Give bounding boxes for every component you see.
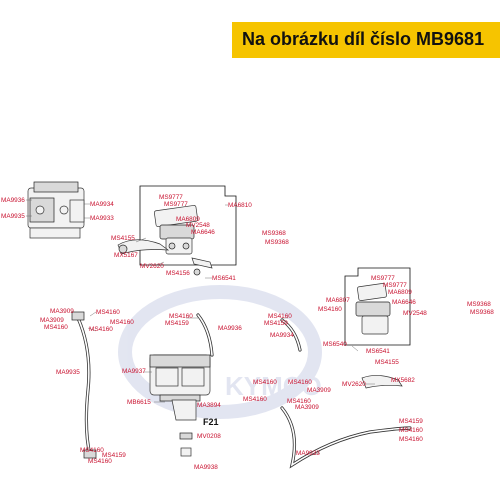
watermark-text: KYMCO (225, 371, 322, 401)
part-label: MA9936 (218, 325, 242, 332)
part-label: MS4159 (264, 320, 288, 327)
part-label: MA9933 (296, 450, 320, 457)
part-label: MV2620 (140, 263, 164, 270)
rear-reservoir-kit (344, 267, 411, 346)
abs-bracket (171, 399, 197, 421)
part-label: MS4160 (243, 396, 267, 403)
part-label: MS4160 (89, 326, 113, 333)
part-label: MA9937 (122, 368, 146, 375)
part-label: MA3909 (40, 317, 64, 324)
part-label: MS4160 (253, 379, 277, 386)
part-label: MA6646 (392, 299, 416, 306)
part-label: MA9935 (56, 369, 80, 376)
part-label: MA9936 (1, 197, 25, 204)
part-label: MS6540 (323, 341, 347, 348)
right-brake-hose (280, 406, 412, 469)
part-label: MS9368 (470, 309, 494, 316)
abs-pipe (196, 313, 214, 357)
kymco-watermark: KYMCO (118, 285, 322, 419)
part-label: MS4159 (399, 418, 423, 425)
part-label: MA6646 (191, 229, 215, 236)
reference-label: F21 (203, 417, 219, 427)
abs-modulator (149, 354, 211, 402)
part-label: MA6807 (326, 297, 350, 304)
part-label: MA9935 (1, 213, 25, 220)
front-lever-bolt (191, 257, 213, 269)
part-label: MS9777 (371, 275, 395, 282)
master-cylinder-assembly (27, 181, 85, 239)
nut (180, 447, 192, 457)
part-label: MV2548 (403, 310, 427, 317)
part-label: MB6615 (127, 399, 151, 406)
left-brake-hose (71, 311, 97, 459)
front-brake-lever (117, 239, 170, 255)
part-label: MS4160 (44, 324, 68, 331)
part-label: MS4160 (268, 313, 292, 320)
part-label: MS4160 (169, 313, 193, 320)
part-number-banner: Na obrázku díl číslo MB9681 (232, 22, 500, 58)
part-label: MA9933 (90, 215, 114, 222)
nut (193, 268, 201, 276)
part-label: MS4160 (287, 398, 311, 405)
part-label: MA9934 (270, 332, 294, 339)
part-label: MS9777 (383, 282, 407, 289)
part-label: MS4160 (110, 319, 134, 326)
banner-text: Na obrázku díl číslo MB9681 (242, 29, 485, 49)
washer (179, 432, 193, 440)
part-label: MS4159 (165, 320, 189, 327)
part-label: MV2620 (342, 381, 366, 388)
part-label: MA6810 (228, 202, 252, 209)
part-label: MA6809 (388, 289, 412, 296)
part-label: MS9777 (159, 194, 183, 201)
part-label: MA3909 (307, 387, 331, 394)
banjo-pipe (280, 318, 302, 352)
part-label: MS9368 (262, 230, 286, 237)
part-label: MS4160 (88, 458, 112, 465)
part-label: MS4160 (399, 436, 423, 443)
part-label: MS9368 (265, 239, 289, 246)
part-label: MS4160 (80, 447, 104, 454)
leader-lines (26, 199, 410, 457)
part-label: MA3909 (295, 404, 319, 411)
part-label: MA3909 (50, 308, 74, 315)
part-labels: MA9936 MA9934 MA9935 MA9933 MS9777 MS977… (1, 194, 494, 471)
part-label: MS4156 (166, 270, 190, 277)
part-label: MS6541 (212, 275, 236, 282)
part-label: MS4160 (288, 379, 312, 386)
part-label: MS4160 (318, 306, 342, 313)
part-label: MS4160 (399, 427, 423, 434)
part-label: MA3894 (197, 402, 221, 409)
part-label: MS9777 (164, 201, 188, 208)
part-label: MS4155 (375, 359, 399, 366)
part-label: MX5682 (391, 377, 415, 384)
part-label: MV0208 (197, 433, 221, 440)
part-label: MS4159 (102, 452, 126, 459)
part-label: MA9938 (194, 464, 218, 471)
part-label: MS4155 (111, 235, 135, 242)
part-label: MS9368 (467, 301, 491, 308)
part-label: MX5167 (114, 252, 138, 259)
part-label: MA6809 (176, 216, 200, 223)
rear-brake-lever (361, 375, 403, 389)
part-label: MS6541 (366, 348, 390, 355)
part-label: MV2548 (186, 222, 210, 229)
part-label: MS4160 (96, 309, 120, 316)
part-label: MA9934 (90, 201, 114, 208)
front-reservoir-kit (139, 185, 237, 266)
